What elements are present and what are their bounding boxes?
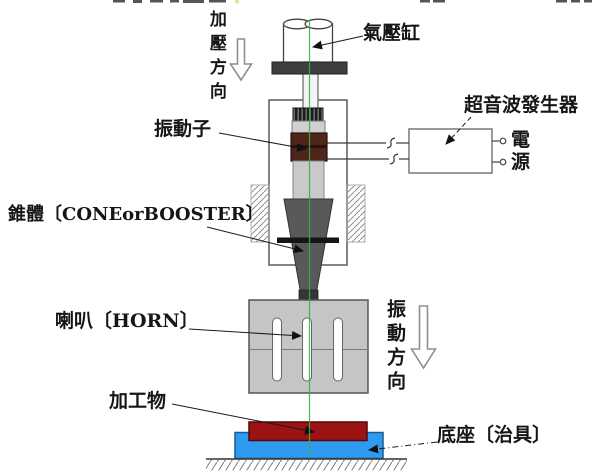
leader-vibrator <box>218 132 307 152</box>
workpiece-label: 加工物 <box>109 390 167 412</box>
vibration-direction-label: 振動方向 <box>383 299 406 395</box>
leader-generator <box>445 116 472 145</box>
power-terminal-top <box>499 137 507 145</box>
ground-hatch <box>206 458 407 471</box>
power-label: 電 源 <box>511 129 530 173</box>
cone-label: 錐體〔CONEorBOOSTER〕 <box>8 204 264 225</box>
generator-wires <box>327 137 409 165</box>
horn-label: 喇叭〔HORN〕 <box>55 310 199 332</box>
leader-cone <box>206 226 304 254</box>
ultrasonic-generator-label: 超音波發生器 <box>464 94 579 116</box>
horn-slot <box>333 317 343 382</box>
booster-flange <box>277 237 339 243</box>
pressure-direction-arrow-icon <box>229 38 253 82</box>
vibrator-label: 振動子 <box>154 118 212 140</box>
leader-pneumatic-cylinder <box>312 35 364 50</box>
mount-block-left <box>250 184 270 243</box>
leader-base <box>368 441 438 454</box>
transducer-knurled-cap <box>292 107 324 122</box>
horn-slot <box>272 317 282 382</box>
mount-block-right <box>346 184 366 243</box>
leader-workpiece <box>171 403 315 435</box>
pressure-direction-label: 加壓方向 <box>205 10 226 106</box>
leader-horn <box>188 328 302 340</box>
cropped-text-artifacts <box>113 0 592 4</box>
base-label: 底座〔治具〕 <box>437 424 552 446</box>
generator-box <box>408 128 507 174</box>
power-terminal-bottom <box>499 158 507 166</box>
horn-slot <box>302 317 312 382</box>
pneumatic-cylinder-label: 氣壓缸 <box>363 22 421 44</box>
vibration-direction-arrow-icon <box>410 305 437 370</box>
power-label-top: 電 <box>511 129 531 151</box>
pneumatic-cylinder <box>282 18 334 64</box>
horn-body <box>248 299 369 394</box>
power-label-bottom: 源 <box>511 151 531 173</box>
